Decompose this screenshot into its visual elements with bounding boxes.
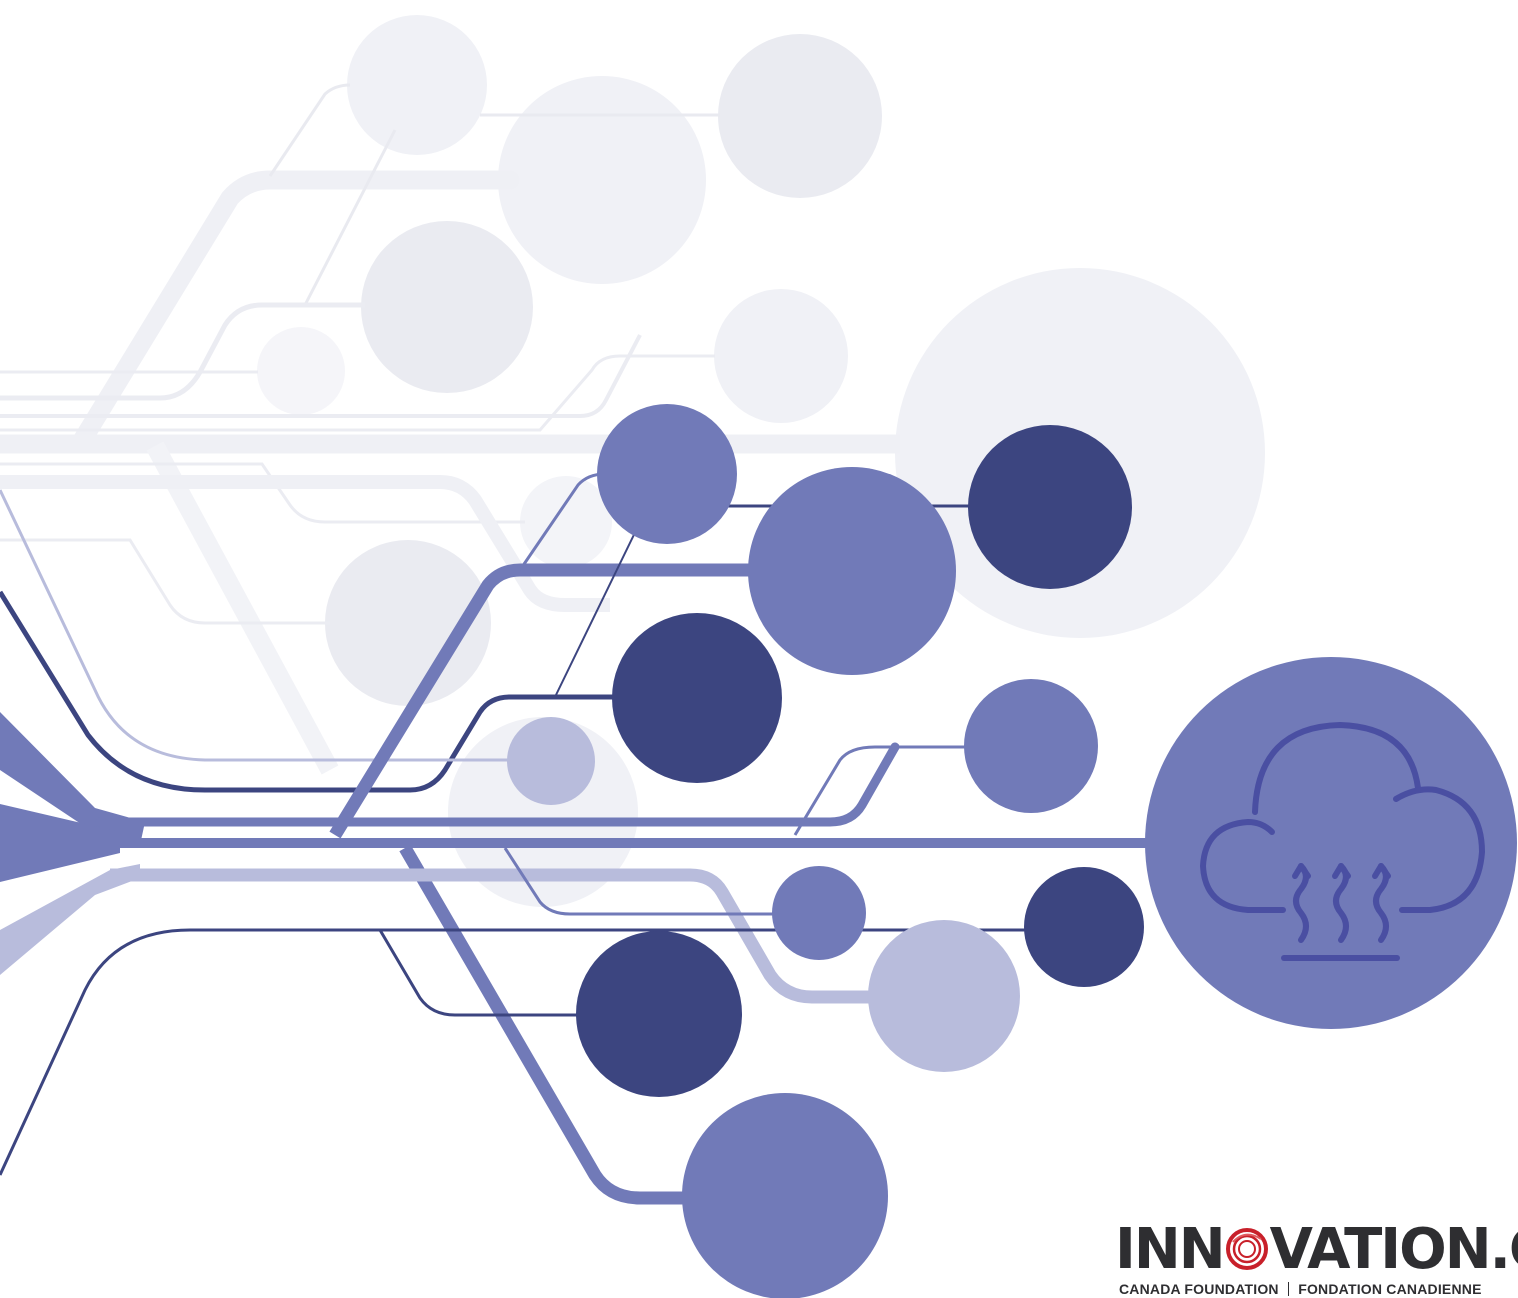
logo-word-part2: VATION.CA bbox=[1269, 1222, 1518, 1282]
pale-circle bbox=[347, 15, 487, 155]
lavender-circle bbox=[507, 717, 595, 805]
purple-connector bbox=[399, 844, 700, 1205]
navy-circle bbox=[1024, 867, 1144, 987]
pale-connector bbox=[0, 302, 365, 401]
navy-circle bbox=[968, 425, 1132, 589]
purple-wedge bbox=[0, 712, 145, 845]
purple-connector bbox=[793, 745, 965, 836]
pale-circle bbox=[714, 289, 848, 423]
lavender-connector bbox=[0, 489, 510, 762]
navy-connector bbox=[554, 511, 646, 698]
purple-connector bbox=[329, 563, 760, 839]
main-network bbox=[0, 404, 1517, 1298]
purple-connector bbox=[503, 847, 780, 916]
pale-circle bbox=[325, 540, 491, 706]
purple-circle bbox=[682, 1093, 888, 1298]
red-swirl-o-icon bbox=[1225, 1228, 1268, 1270]
pale-circle bbox=[257, 327, 345, 415]
logo-tagline: CANADA FOUNDATION FONDATION CANADIENNE bbox=[1119, 1281, 1482, 1297]
lavender-circle bbox=[868, 920, 1020, 1072]
pale-circle bbox=[498, 76, 706, 284]
purple-circle bbox=[772, 866, 866, 960]
logo-word-part1: INN bbox=[1115, 1222, 1226, 1282]
pale-circle bbox=[361, 221, 533, 393]
navy-connector bbox=[0, 928, 1030, 1176]
purple-circle bbox=[748, 467, 956, 675]
purple-connector bbox=[95, 742, 900, 827]
logo-wordmark: INN VATION.CA bbox=[1115, 1222, 1518, 1278]
purple-circle bbox=[964, 679, 1098, 813]
pale-connector bbox=[146, 441, 339, 775]
pale-connector bbox=[0, 354, 715, 432]
navy-circle bbox=[576, 931, 742, 1097]
pale-connector bbox=[303, 129, 397, 306]
navy-connector bbox=[378, 929, 580, 1017]
logo-tagline-left: CANADA FOUNDATION bbox=[1119, 1281, 1279, 1297]
pale-connector bbox=[0, 475, 610, 612]
lavender-connector bbox=[110, 868, 880, 1004]
logo-tagline-separator bbox=[1287, 1282, 1290, 1296]
pale-connector bbox=[268, 83, 351, 177]
navy-circle bbox=[612, 613, 782, 783]
pale-circle bbox=[718, 34, 882, 198]
purple-circle bbox=[597, 404, 737, 544]
purple-wedge bbox=[0, 804, 120, 882]
pale-connector bbox=[70, 170, 520, 454]
logo[interactable]: INN VATION.CA CANADA FOUNDATION FONDATION… bbox=[1115, 1222, 1518, 1298]
pale-connector bbox=[0, 334, 642, 418]
pale-circle bbox=[520, 476, 612, 568]
pale-connector bbox=[0, 538, 330, 625]
pale-connector bbox=[0, 462, 525, 524]
logo-tagline-right: FONDATION CANADIENNE bbox=[1298, 1281, 1482, 1297]
feature-circle bbox=[1145, 657, 1517, 1029]
cloud-heat-icon bbox=[1200, 722, 1485, 961]
navy-connector bbox=[0, 590, 615, 793]
